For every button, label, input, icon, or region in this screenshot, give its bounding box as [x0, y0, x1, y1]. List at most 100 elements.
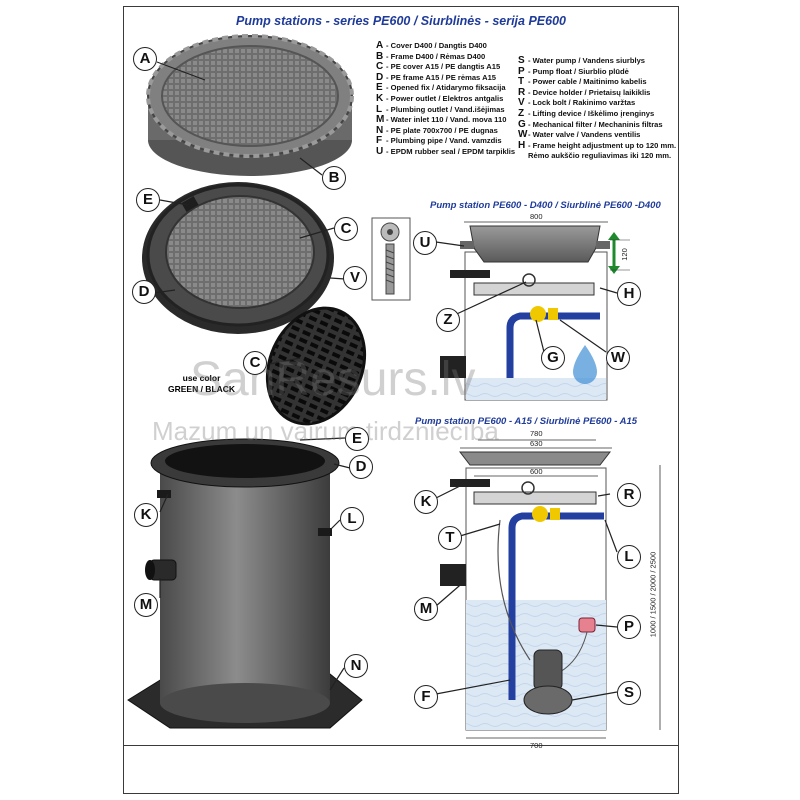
callout-h: H — [617, 282, 641, 306]
legend-key: V — [518, 97, 525, 109]
legend-key: Z — [518, 107, 525, 119]
legend-item: R- Device holder / Prietaisų laikiklis — [518, 86, 676, 99]
callout-d: D — [132, 280, 156, 304]
legend-item: Z- Lifting device / Iškėlimo įrenginys — [518, 107, 676, 120]
legend-item: V- Lock bolt / Rakinimo varžtas — [518, 98, 676, 109]
legend-text: - Cover D400 / Dangtis D400 — [386, 41, 487, 50]
dim-a15-bottom: 700 — [530, 741, 543, 750]
callout-u: U — [413, 231, 437, 255]
callout-n: N — [344, 654, 368, 678]
legend-item: E- Opened fix / Atidarymo fiksacija — [376, 83, 515, 94]
d400-cover-image — [146, 34, 354, 176]
legend-item: G- Mechanical filter / Mechaninis filtra… — [518, 118, 676, 131]
legend-item: K- Power outlet / Elektros antgalis — [376, 92, 515, 105]
legend-text: - Mechanical filter / Mechaninis filtras — [528, 119, 663, 129]
legend-item: A- Cover D400 / Dangtis D400 — [376, 40, 515, 52]
legend-item: N- PE plate 700x700 / PE dugnas — [376, 124, 515, 137]
legend-key: U — [376, 145, 384, 157]
callout-c2: C — [243, 351, 267, 375]
callout-p: P — [617, 615, 641, 639]
callout-v: V — [343, 266, 367, 290]
legend-key: S — [518, 55, 525, 66]
legend-key: T — [518, 76, 525, 88]
callout-m: M — [134, 593, 158, 617]
legend-item: F- Plumbing pipe / Vand. vamzdis — [376, 136, 515, 147]
legend-text: - Water pump / Vandens siurblys — [528, 56, 646, 65]
callout-c: C — [334, 217, 358, 241]
legend-text: - Plumbing pipe / Vand. vamzdis — [386, 136, 502, 146]
callout-m2: M — [414, 597, 438, 621]
legend-key: B — [376, 50, 384, 62]
legend-text: - Device holder / Prietaisų laikiklis — [528, 87, 651, 97]
callout-b: B — [322, 166, 346, 190]
callout-z: Z — [436, 308, 460, 332]
legend-text: - PE frame A15 / PE rėmas A15 — [386, 72, 497, 82]
legend-key: M — [376, 114, 385, 126]
legend-key: N — [376, 124, 384, 136]
legend-key: D — [376, 71, 384, 83]
legend-item: P- Pump float / Siurblio plūdė — [518, 65, 676, 78]
d400-section-drawing — [440, 221, 630, 401]
a15-pe-cover-image — [142, 182, 334, 334]
dim-d400-height: 120 — [619, 248, 629, 261]
callout-t: T — [438, 526, 462, 550]
dim-a15-top1: 780 — [530, 429, 543, 438]
legend-text: - Power cable / Maitinimo kabelis — [528, 77, 647, 87]
lock-bolt-image — [371, 217, 411, 301]
dim-a15-mid: 600 — [530, 467, 543, 476]
legend-text-continued: Rėmo aukščio reguliavimas iki 120 mm. — [528, 151, 672, 161]
a15-section-drawing — [440, 439, 661, 739]
legend-key: K — [376, 92, 384, 104]
callout-a: A — [133, 47, 157, 71]
callout-e2: E — [345, 427, 369, 451]
legend-key: E — [376, 82, 383, 94]
callout-w: W — [606, 346, 630, 370]
legend-text: - Pump float / Siurblio plūdė — [528, 66, 629, 76]
legend-key: C — [376, 61, 384, 73]
legend-key: R — [518, 86, 526, 98]
legend-text: - Water valve / Vandens ventilis — [528, 130, 641, 140]
callout-l2: L — [617, 545, 641, 569]
legend-key: G — [518, 118, 526, 130]
dim-a15-height: 1000 / 1500 / 2000 / 2500 — [648, 551, 658, 638]
dim-d400-width: 800 — [530, 212, 543, 221]
legend-item: S- Water pump / Vandens siurblys — [518, 55, 676, 67]
legend-text: - Lifting device / Iškėlimo įrenginys — [528, 108, 655, 118]
legend-text: - PE plate 700x700 / PE dugnas — [386, 125, 498, 135]
legend-key: P — [518, 65, 525, 77]
legend-key: L — [376, 103, 383, 115]
legend-item: C- PE cover A15 / PE dangtis A15 — [376, 62, 515, 73]
legend-item: W- Water valve / Vandens ventilis — [518, 130, 676, 141]
legend-text: - Power outlet / Elektros antgalis — [386, 93, 504, 103]
legend-item: D- PE frame A15 / PE rėmas A15 — [376, 71, 515, 84]
callout-k: K — [134, 503, 158, 527]
legend-item: L- Plumbing outlet / Vand.išėjimas — [376, 103, 515, 116]
color-options: GREEN / BLACK — [168, 384, 236, 394]
callout-k2: K — [414, 490, 438, 514]
leader-lines — [153, 61, 618, 701]
use-color-note: use color GREEN / BLACK — [168, 373, 235, 395]
page-title: Pump stations - series PE600 / Siurblinė… — [235, 14, 566, 28]
callout-g: G — [541, 346, 565, 370]
section-title-a15: Pump station PE600 - A15 / Siurblinė PE6… — [415, 416, 638, 427]
dim-a15-top2: 630 — [530, 439, 543, 448]
legend-text: - PE cover A15 / PE dangtis A15 — [386, 62, 501, 72]
legend-item: U- EPDM rubber seal / EPDM tarpiklis — [376, 145, 516, 158]
legend-text: - Opened fix / Atidarymo fiksacija — [386, 83, 506, 93]
legend-item: H- Frame height adjustment up to 120 mm. — [518, 139, 676, 152]
callout-r: R — [617, 483, 641, 507]
callout-l: L — [340, 507, 364, 531]
legend-text: - Plumbing outlet / Vand.išėjimas — [386, 104, 505, 114]
legend-text: - Water inlet 110 / Vand. mova 110 — [386, 115, 507, 125]
legend-key: H — [518, 139, 526, 151]
legend-key: W — [518, 129, 528, 141]
legend-key: A — [376, 40, 384, 51]
legend-text: - Lock bolt / Rakinimo varžtas — [528, 98, 636, 108]
footer-divider — [123, 745, 679, 746]
section-title-d400: Pump station PE600 - D400 / Siurblinė PE… — [430, 200, 661, 211]
legend-text: - EPDM rubber seal / EPDM tarpiklis — [386, 146, 516, 156]
legend-item: M- Water inlet 110 / Vand. mova 110 — [376, 115, 515, 126]
